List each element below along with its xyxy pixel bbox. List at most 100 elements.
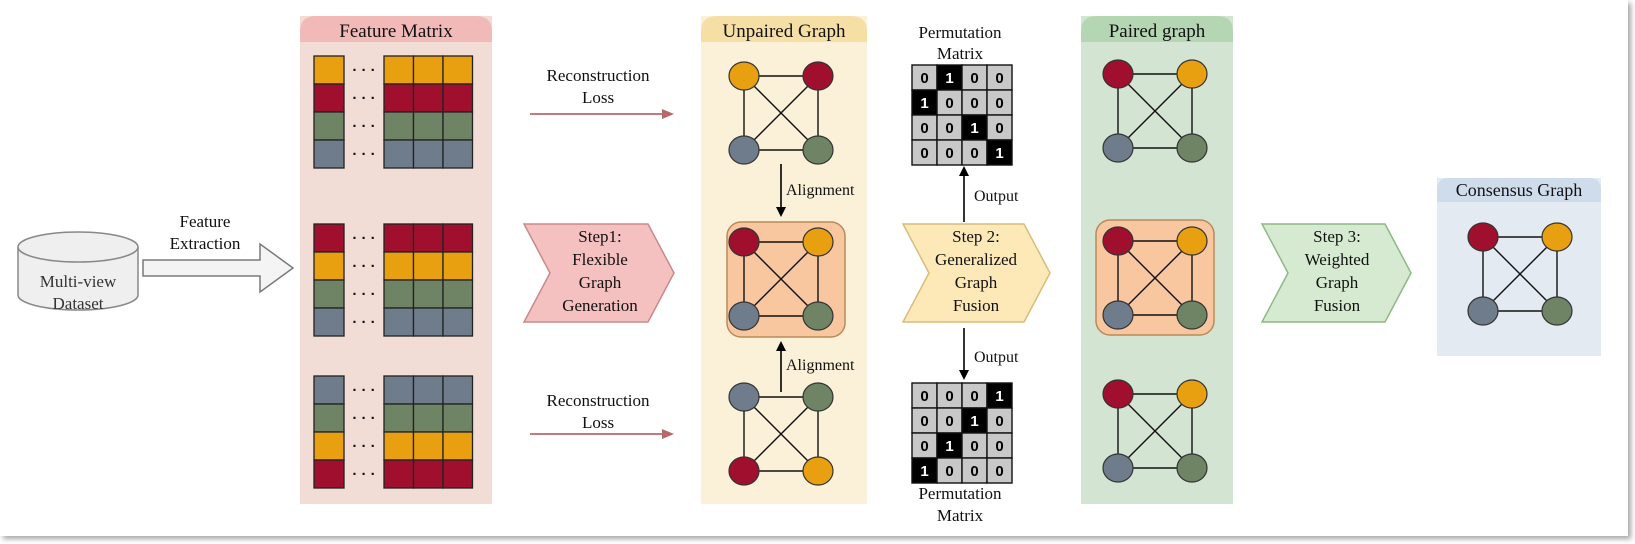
unpaired-graph-panel: Unpaired Graph Alignment Alignment — [701, 16, 867, 504]
graph-node — [1102, 300, 1134, 330]
unpaired-graph-title: Unpaired Graph — [723, 21, 846, 42]
graph-node — [1541, 296, 1573, 326]
consensus-graph-title: Consensus Graph — [1456, 180, 1583, 200]
graph-node — [802, 382, 834, 412]
permutation-cell — [911, 139, 938, 166]
permutation-cell — [986, 432, 1013, 459]
graph-edge — [1482, 236, 1558, 312]
permutation-cell-value: 0 — [945, 120, 953, 137]
step1-label-line4: Generation — [562, 296, 638, 315]
graph-node — [1176, 59, 1208, 89]
step2-chevron: Step 2: Generalized Graph Fusion — [901, 223, 1051, 323]
feature-cell — [313, 375, 345, 405]
feature-cell — [442, 375, 474, 405]
feature-cell — [442, 83, 474, 113]
permutation-top-title-line2: Matrix — [937, 44, 984, 63]
paired-graph-panel: Paired graph — [1081, 16, 1233, 504]
step2-label-line4: Fusion — [953, 296, 1000, 315]
step3-label-line4: Fusion — [1314, 296, 1361, 315]
feature-cell — [383, 459, 415, 489]
feature-cell — [383, 223, 415, 253]
feature-matrix-title: Feature Matrix — [339, 21, 453, 42]
feature-row-ellipsis: · · · — [352, 62, 375, 79]
feature-row-ellipsis: · · · — [352, 286, 375, 303]
permutation-cell-value: 0 — [970, 95, 978, 112]
paired-graphs — [1102, 59, 1208, 483]
feature-cell — [313, 459, 345, 489]
graph-edge — [743, 241, 819, 317]
permutation-cell-value: 0 — [970, 388, 978, 405]
step3-label-line3: Graph — [1316, 273, 1359, 292]
feature-cell — [383, 375, 415, 405]
feature-cell — [313, 431, 345, 461]
graph-node — [1176, 300, 1208, 330]
graph-node — [802, 301, 834, 331]
feature-cell — [313, 111, 345, 141]
feature-row-ellipsis: · · · — [352, 90, 375, 107]
step2-label-line3: Graph — [955, 273, 998, 292]
graph-node — [1541, 222, 1573, 252]
permutation-cell-value: 0 — [970, 70, 978, 87]
graph-node — [802, 61, 834, 91]
feature-cell — [412, 251, 444, 281]
output-label-bottom: Output — [974, 349, 1019, 366]
permutation-cell — [986, 407, 1013, 434]
feature-cell — [313, 279, 345, 309]
feature-row-ellipsis: · · · — [352, 382, 375, 399]
multiview-dataset-cylinder: Multi-view Dataset — [17, 231, 139, 313]
permutation-cell-value: 0 — [945, 95, 953, 112]
feature-cell — [442, 55, 474, 85]
dataset-label-line2: Dataset — [53, 294, 104, 313]
feature-cell — [442, 403, 474, 433]
permutation-cell — [986, 139, 1013, 166]
permutation-cell-value: 0 — [995, 413, 1003, 430]
feature-cell — [412, 139, 444, 169]
reconstruction-loss-bottom-line1: Reconstruction — [547, 391, 650, 410]
unpaired-graphs — [728, 61, 834, 486]
permutation-cell-value: 1 — [920, 463, 928, 480]
permutation-cell-value: 1 — [970, 413, 978, 430]
feature-cell — [442, 459, 474, 489]
permutation-cell-value: 1 — [995, 145, 1003, 162]
feature-cell — [313, 403, 345, 433]
feature-cell — [442, 111, 474, 141]
permutation-cell — [936, 457, 963, 484]
consensus-graph-panel: Consensus Graph — [1437, 178, 1601, 356]
permutation-cell-value: 0 — [970, 463, 978, 480]
feature-matrix-panel: Feature Matrix · · · · · · · · · · · · · · ·… — [300, 16, 492, 504]
feature-cell — [383, 83, 415, 113]
feature-cell — [412, 307, 444, 337]
reconstruction-loss-top-line2: Loss — [582, 88, 614, 107]
permutation-cell-value: 1 — [920, 95, 928, 112]
permutation-cell — [936, 139, 963, 166]
step1-chevron: Step1: Flexible Graph Generation — [522, 223, 675, 323]
permutation-cell-value: 0 — [995, 120, 1003, 137]
permutation-cell — [986, 457, 1013, 484]
feature-extraction-label-line1: Feature — [180, 212, 231, 231]
graph-node — [1102, 59, 1134, 89]
step1-label-line2: Flexible — [572, 250, 628, 269]
alignment-label-top: Alignment — [786, 182, 855, 199]
graph-node — [728, 135, 760, 165]
feature-extraction-arrow: Feature Extraction — [142, 212, 295, 294]
feature-cell — [412, 375, 444, 405]
feature-cell — [412, 431, 444, 461]
feature-row-ellipsis: · · · — [352, 410, 375, 427]
graph-edge — [743, 75, 819, 151]
step1-label-line3: Graph — [579, 273, 622, 292]
feature-extraction-label-line2: Extraction — [170, 234, 241, 253]
feature-row-ellipsis: · · · — [352, 466, 375, 483]
feature-row-ellipsis: · · · — [352, 118, 375, 135]
feature-cell — [412, 403, 444, 433]
graph-node — [728, 227, 760, 257]
feature-row-ellipsis: · · · — [352, 438, 375, 455]
graph-node — [728, 301, 760, 331]
feature-cell — [442, 307, 474, 337]
dataset-label-line1: Multi-view — [40, 272, 117, 291]
feature-cell — [313, 83, 345, 113]
permutation-cell — [961, 89, 988, 116]
permutation-cell-value: 0 — [970, 438, 978, 455]
